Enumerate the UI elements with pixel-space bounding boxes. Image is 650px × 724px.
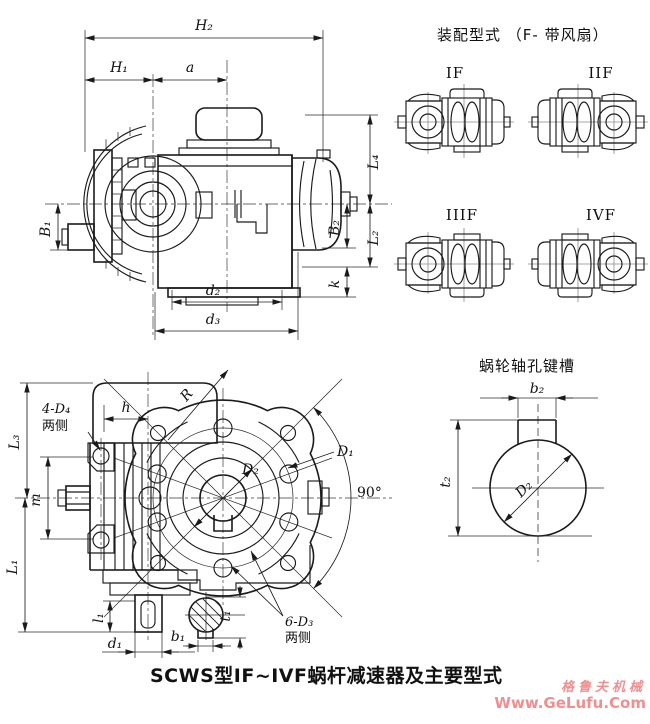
dim-label-D1: D₁: [336, 444, 354, 460]
label-4-D4-note: 两侧: [42, 419, 68, 434]
keyway-detail: b₂ t₂ D₂: [438, 381, 604, 562]
dim-label-B1: B₁: [38, 221, 54, 238]
side-view-body: [61, 107, 358, 306]
dim-label-h: h: [121, 400, 130, 416]
dim-label-H1: H₁: [109, 60, 128, 76]
variant-diagram-2F: [527, 83, 649, 159]
assembly-types-title: 装配型式 （F- 带风扇）: [437, 26, 609, 44]
variant-label-3F: IIIF: [446, 206, 478, 224]
side-view-drawing: H₂ H₁ a L₄ L₂ B₂ k B₁ d₂ d₃: [38, 18, 392, 340]
front-view-dimension-lines: [22, 369, 352, 655]
watermark-url: Www.GeLufu.Com: [494, 694, 646, 713]
dim-label-d2: d₂: [206, 283, 221, 299]
watermark-brand: 格鲁夫机械: [560, 680, 646, 695]
dim-label-t2: t₂: [438, 476, 454, 488]
variant-diagram-3F: [393, 227, 515, 303]
dim-label-R: R: [177, 386, 197, 406]
label-4-D4: 4-D₄: [41, 402, 70, 417]
watermark: 格鲁夫机械 Www.GeLufu.Com: [470, 680, 646, 713]
variant-diagram-4F: [527, 227, 649, 303]
variant-label-1F: IF: [446, 64, 464, 82]
drawing-caption: SCWS型IF~IVF蜗杆减速器及主要型式: [150, 665, 503, 687]
dim-label-t1: t₁: [218, 610, 234, 621]
dim-label-D2-keyway: D₂: [512, 477, 536, 501]
dim-label-L3: L₃: [7, 434, 23, 450]
assembly-variants: IF IIF IIIF IVF: [393, 64, 649, 303]
keyway-detail-title: 蜗轮轴孔键槽: [479, 357, 576, 375]
front-view-body: [57, 382, 330, 639]
dim-label-m: m: [28, 493, 44, 506]
label-6-D3: 6-D₃: [285, 615, 313, 630]
dim-label-b1: b₁: [171, 629, 186, 645]
dim-label-L2: L₂: [366, 230, 382, 246]
dim-label-b2: b₂: [530, 381, 545, 397]
dim-label-k: k: [327, 280, 343, 288]
dim-label-L1: L₁: [5, 560, 21, 576]
dim-label-d3: d₃: [206, 312, 221, 328]
dim-label-a: a: [186, 60, 194, 76]
dim-label-d1: d₁: [108, 636, 123, 652]
dim-label-angle: 90°: [357, 485, 382, 501]
dim-label-L4: L₄: [366, 154, 382, 170]
variant-label-4F: IVF: [586, 206, 616, 224]
front-view-drawing: L₃ L₁ m h R D₂ D₁ 90° l₁ d₁ b₁ t₁ 4-D₄ 两…: [5, 369, 392, 658]
label-6-D3-note: 两侧: [285, 631, 311, 646]
side-view-dimension-lines: [55, 35, 373, 334]
variant-label-2F: IIF: [588, 64, 613, 82]
dim-label-H2: H₂: [194, 18, 213, 34]
variant-diagram-1F: [393, 83, 515, 159]
dim-label-l1: l₁: [91, 613, 107, 623]
